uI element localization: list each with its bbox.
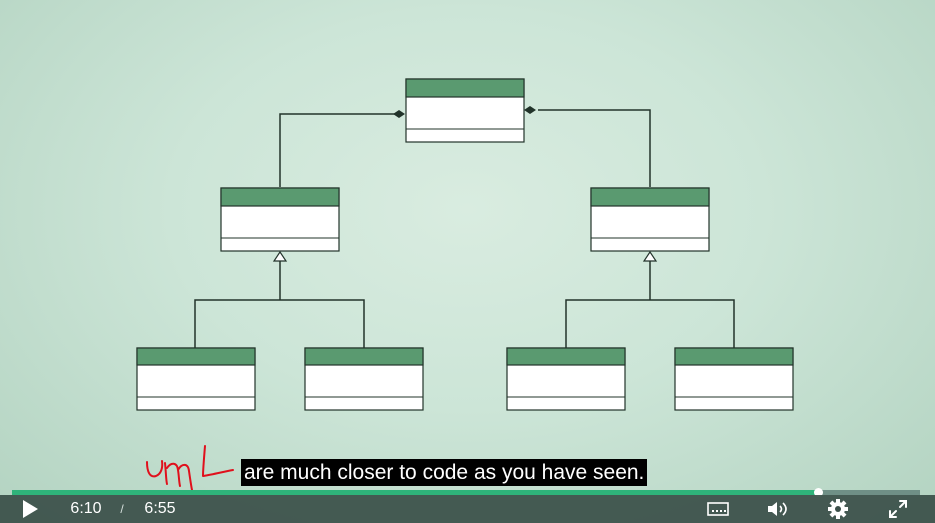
progress-played [12, 490, 819, 495]
subtitle-caption: are much closer to code as you have seen… [241, 459, 648, 486]
captions-button[interactable] [703, 495, 733, 523]
class-header [506, 347, 626, 366]
class-header [405, 78, 525, 98]
volume-icon [768, 502, 787, 516]
class-box-bottom-4 [674, 347, 794, 411]
class-box-top [405, 78, 525, 143]
settings-button[interactable] [823, 495, 853, 523]
inheritance-branch-left [194, 299, 365, 348]
inheritance-branch-right [565, 299, 735, 348]
aggregation-line-right [538, 109, 651, 187]
class-header [136, 347, 256, 366]
aggregation-line-left [279, 113, 395, 187]
class-box-bottom-2 [304, 347, 424, 411]
progress-scrubber[interactable] [814, 488, 824, 497]
captions-icon [707, 502, 729, 516]
time-separator: / [120, 502, 124, 516]
current-time: 6:10 [70, 500, 102, 517]
diagram-connectors [194, 109, 735, 348]
play-button[interactable] [14, 495, 46, 523]
fullscreen-icon [889, 500, 907, 518]
aggregation-diamond-right [524, 106, 536, 114]
class-box-bottom-3 [506, 347, 626, 411]
class-header [590, 187, 710, 207]
play-icon [23, 500, 38, 518]
inheritance-arrow-right [642, 250, 658, 262]
class-header [220, 187, 340, 207]
class-box-mid-right [590, 187, 710, 252]
inheritance-arrow-left [272, 250, 288, 262]
class-header [674, 347, 794, 366]
progress-bar[interactable] [12, 488, 920, 497]
aggregation-diamond-left [393, 110, 405, 118]
volume-button[interactable] [763, 495, 793, 523]
fullscreen-button[interactable] [883, 495, 913, 523]
class-box-mid-left [220, 187, 340, 252]
gear-icon [828, 499, 848, 519]
control-bar: 6:10 / 6:55 [0, 495, 935, 523]
class-box-bottom-1 [136, 347, 256, 411]
class-header [304, 347, 424, 366]
handwritten-uml-annotation [146, 445, 234, 491]
duration: 6:55 [144, 500, 176, 517]
